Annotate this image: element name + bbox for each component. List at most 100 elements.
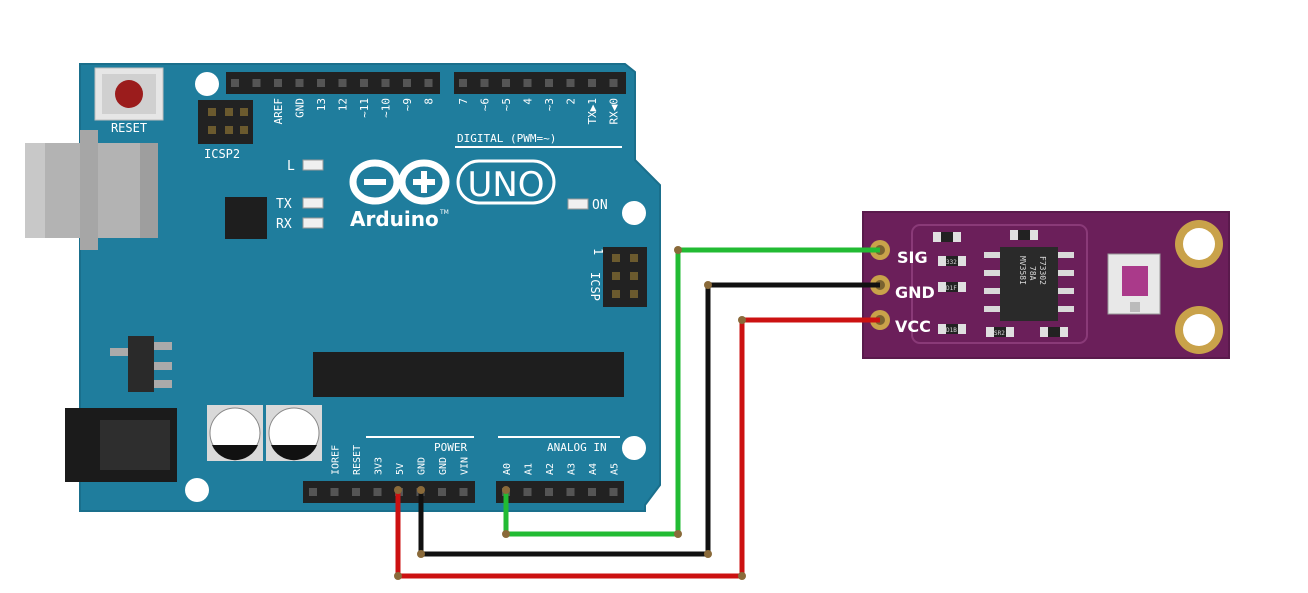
pin-label: A2 (545, 463, 556, 475)
header-pin-hole (523, 79, 532, 87)
mounting-hole (195, 72, 219, 96)
logo-tm: TM (439, 209, 449, 216)
pin-label: AREF (272, 98, 285, 125)
header-pin-hole (360, 79, 368, 87)
led-l (302, 159, 324, 171)
smd-components: 332 D1F D1B SR2 (933, 230, 1068, 337)
power-header: IOREF RESET 3V3 5V GND GND VIN POWER (303, 436, 475, 503)
header-pin-hole (545, 488, 553, 496)
icsp2-label: ICSP2 (204, 147, 240, 161)
reset-label: RESET (111, 121, 147, 135)
pin-label: 3V3 (374, 457, 385, 475)
header-pin-hole (523, 488, 532, 496)
pin-label: A1 (524, 463, 535, 475)
pin-label: ~5 (500, 98, 513, 111)
icsp2-header: ICSP2 (198, 100, 253, 161)
icsp-pin1-label: 1 (591, 248, 605, 255)
header-pin-hole (545, 79, 553, 87)
pin-label: TX▶1 (586, 98, 599, 125)
atmega-chip (313, 352, 624, 397)
header-pin-hole (438, 488, 446, 496)
logo-model: UNO (467, 165, 544, 205)
pin-label: 5V (395, 463, 406, 475)
digital-header: AREF GND 13 12 ~11 ~10 ~9 8 7 ~6 ~5 4 ~3 2 TX▶1 RX◀0 DI… (226, 72, 626, 148)
pin-label: 13 (315, 98, 328, 111)
header-pin-hole (588, 488, 596, 496)
pin-label: 8 (423, 98, 436, 105)
dc-power-jack (65, 408, 177, 482)
mounting-hole (622, 201, 646, 225)
smd-label: D1F (946, 285, 957, 292)
digital-header-label: DIGITAL (PWM=~) (457, 132, 556, 145)
header-pin-hole (403, 79, 411, 87)
usb-chip (225, 197, 267, 239)
arduino-logo: UNO Arduino TM (349, 159, 556, 231)
pin-label: RX◀0 (608, 98, 621, 125)
sensor-pin-sig: SIG (897, 248, 928, 267)
smd-label: SR2 (994, 330, 1005, 337)
usb-connector (25, 130, 158, 250)
header-pin-hole (480, 79, 489, 87)
led-rx-label: RX (276, 217, 292, 232)
header-pin-hole (609, 488, 618, 496)
pin-label: IOREF (331, 445, 342, 475)
pin-label: ~11 (358, 98, 371, 118)
led-on-label: ON (592, 198, 608, 213)
led-l-label: L (287, 159, 295, 174)
pin-label: 2 (565, 98, 578, 105)
header-pin-hole (381, 79, 390, 87)
icsp-label: ICSP (588, 272, 602, 301)
opamp-text-3: F73302 (1038, 256, 1047, 285)
reset-button: RESET (94, 67, 164, 135)
capacitor (207, 405, 263, 461)
onboard-leds: L TX RX ON (276, 159, 608, 232)
pin-label: GND (294, 98, 307, 118)
pin-label: ~10 (380, 98, 393, 118)
smd-label: 332 (946, 259, 957, 266)
logo-brand: Arduino (350, 207, 439, 231)
pin-label: ~3 (543, 98, 556, 111)
header-pin-hole (295, 79, 304, 87)
led-rx (302, 217, 324, 229)
header-pin-hole (317, 79, 325, 87)
pin-label: ~9 (401, 98, 414, 111)
voltage-regulator (110, 336, 172, 392)
header-pin-hole (566, 79, 575, 87)
analog-header-label: ANALOG IN (547, 441, 607, 454)
header-pin-hole (609, 79, 618, 87)
header-pin-hole (459, 488, 468, 496)
pin-label: GND (417, 457, 428, 475)
header-pin-hole (252, 79, 261, 87)
pin-label: 7 (457, 98, 470, 105)
header-pin-hole (588, 79, 596, 87)
pin-label: GND (438, 457, 449, 475)
sensor-pin-vcc: VCC (895, 317, 931, 336)
power-header-label: POWER (434, 441, 467, 454)
header-pin-hole (424, 79, 433, 87)
smd-label: D1B (946, 327, 957, 334)
led-tx-label: TX (276, 197, 292, 212)
header-pin-hole (330, 488, 339, 496)
pin-label: RESET (352, 445, 363, 475)
led-tx (302, 197, 324, 209)
pin-label: 4 (522, 98, 535, 105)
sensor-pin-gnd: GND (895, 283, 935, 302)
icsp-header: 1 ICSP (588, 247, 647, 307)
header-pin-hole (274, 79, 282, 87)
led-on (567, 198, 589, 210)
pin-label: 12 (337, 98, 350, 111)
pin-label: ~6 (479, 98, 492, 111)
header-pin-hole (566, 488, 575, 496)
uv-sensor-module: MV358I 78A F73302 332 D1F D1B SR2 (862, 211, 1230, 359)
pin-label: VIN (460, 457, 471, 475)
sensor-mounting-hole (1175, 306, 1223, 354)
mounting-hole (622, 436, 646, 460)
uv-photodiode (1107, 253, 1161, 315)
opamp-text-2: 78A (1028, 266, 1037, 281)
opamp-text-1: MV358I (1018, 256, 1027, 285)
sensor-mounting-hole (1175, 220, 1223, 268)
header-pin-hole (373, 488, 382, 496)
header-pin-hole (352, 488, 360, 496)
